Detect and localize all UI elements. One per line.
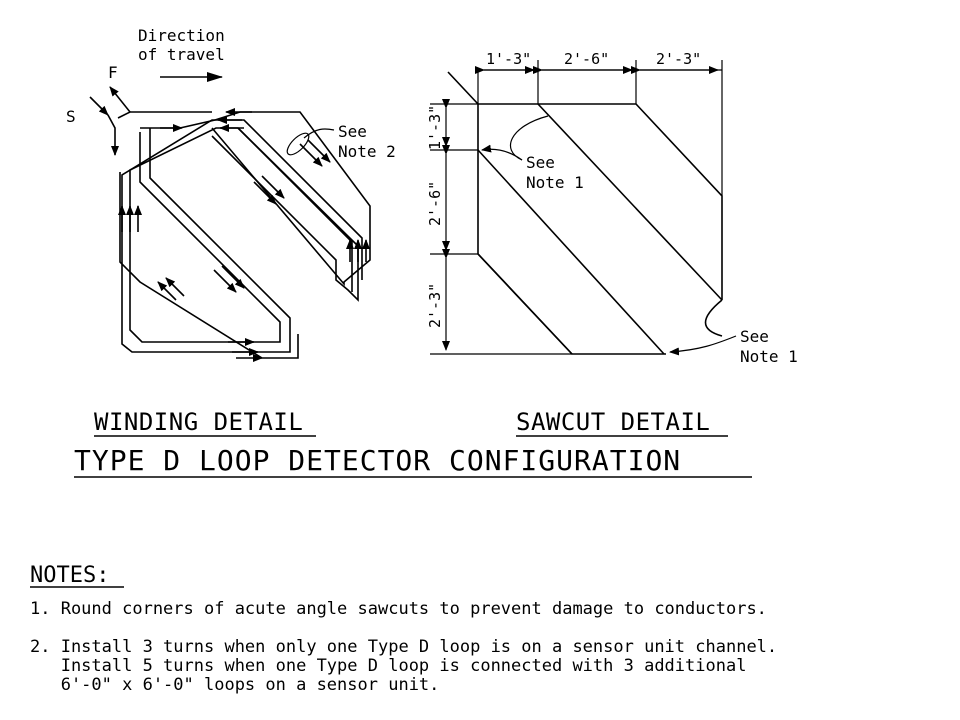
s-label: S xyxy=(66,107,76,126)
winding-detail: Direction of travel F S xyxy=(66,26,396,437)
callout-a-line1: See xyxy=(526,153,555,172)
note2-ellipse-icon xyxy=(286,132,310,156)
sawcut-detail-caption: SAWCUT DETAIL xyxy=(516,408,710,436)
notes-section: NOTES: 1. Round corners of acute angle s… xyxy=(30,563,777,695)
sawcut-diagonal-1 xyxy=(477,149,665,355)
callout-b-leader xyxy=(669,335,737,356)
winding-detail-caption: WINDING DETAIL xyxy=(94,408,303,436)
note-2-line2: Install 5 turns when one Type D loop is … xyxy=(30,656,746,676)
sawcut-diagonal-3 xyxy=(477,253,573,355)
note-2-line3: 6'-0" x 6'-0" loops on a sensor unit. xyxy=(30,675,439,695)
callout-b-line2: Note 1 xyxy=(740,347,798,366)
dim-left-2: 2'-6" xyxy=(426,181,444,226)
dim-top-3: 2'-3" xyxy=(656,50,701,68)
see-note2-line2: Note 2 xyxy=(338,142,396,161)
loop-turns xyxy=(119,111,371,359)
direction-label-line2: of travel xyxy=(138,45,225,64)
sawcut-detail: 1'-3" 2'-6" 2'-3" 1'-3" 2'-6" 2'-3" See … xyxy=(426,50,798,437)
callout-b-line1: See xyxy=(740,327,769,346)
sawcut-diagonal-2 xyxy=(537,103,723,301)
sawcut-outline-top-right xyxy=(478,103,723,300)
lead-s-wire xyxy=(89,96,109,116)
lead-f-wire xyxy=(109,86,131,113)
dim-top-1: 1'-3" xyxy=(486,50,531,68)
sawcut-outline-bottom xyxy=(477,253,666,355)
winding-arrows xyxy=(118,108,370,362)
dim-left-3: 2'-3" xyxy=(426,283,444,328)
main-title: TYPE D LOOP DETECTOR CONFIGURATION xyxy=(74,444,681,477)
sawcut-extension xyxy=(447,71,479,105)
f-label: F xyxy=(108,63,118,82)
note2-leader xyxy=(303,128,335,139)
see-note2-line1: See xyxy=(338,122,367,141)
note-2-line1: 2. Install 3 turns when only one Type D … xyxy=(30,637,777,657)
direction-label-line1: Direction xyxy=(138,26,225,45)
dim-left-1: 1'-3" xyxy=(426,105,444,150)
lead-top-wire xyxy=(117,111,212,119)
callout-a-line2: Note 1 xyxy=(526,173,584,192)
lead-down-wire xyxy=(107,114,119,156)
note-1: 1. Round corners of acute angle sawcuts … xyxy=(30,599,767,619)
dim-top-2: 2'-6" xyxy=(564,50,609,68)
sawcut-round-corner xyxy=(704,299,723,337)
notes-heading: NOTES: xyxy=(30,563,109,588)
